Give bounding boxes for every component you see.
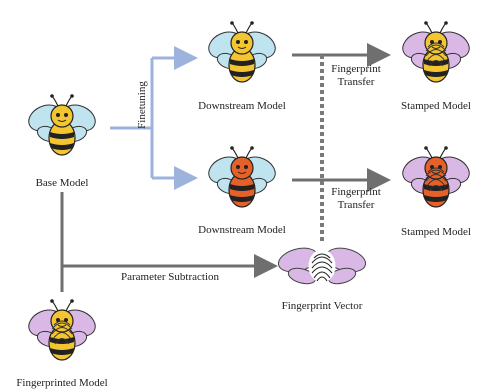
stamped-bee-bottom <box>397 145 475 208</box>
parameter-subtraction-label: Parameter Subtraction <box>120 271 220 283</box>
downstream-top-label: Downstream Model <box>198 100 286 112</box>
fp-transfer-bottom-line1: Fingerprint <box>331 186 381 198</box>
fingerprint-vector-label: Fingerprint Vector <box>281 300 363 312</box>
fp-transfer-bottom-line2: Transfer <box>337 199 375 211</box>
stamped-bottom-label: Stamped Model <box>401 226 471 238</box>
finetuning-label: Finetuning <box>136 81 148 129</box>
downstream-bee-bottom <box>203 145 281 208</box>
base-model-label: Base Model <box>35 177 89 189</box>
base-model-bee <box>23 93 101 156</box>
fingerprinted-model-bee <box>23 298 101 361</box>
fp-transfer-top-line2: Transfer <box>337 76 375 88</box>
fp-transfer-top-line1: Fingerprint <box>331 63 381 75</box>
finetuning-connector <box>110 46 198 190</box>
stamped-bee-top <box>397 20 475 83</box>
downstream-bee-top <box>203 20 281 83</box>
fingerprinted-model-label: Fingerprinted Model <box>16 377 108 389</box>
fingerprint-vector-icon <box>277 247 367 285</box>
stamped-top-label: Stamped Model <box>401 100 471 112</box>
downstream-bottom-label: Downstream Model <box>198 224 286 236</box>
